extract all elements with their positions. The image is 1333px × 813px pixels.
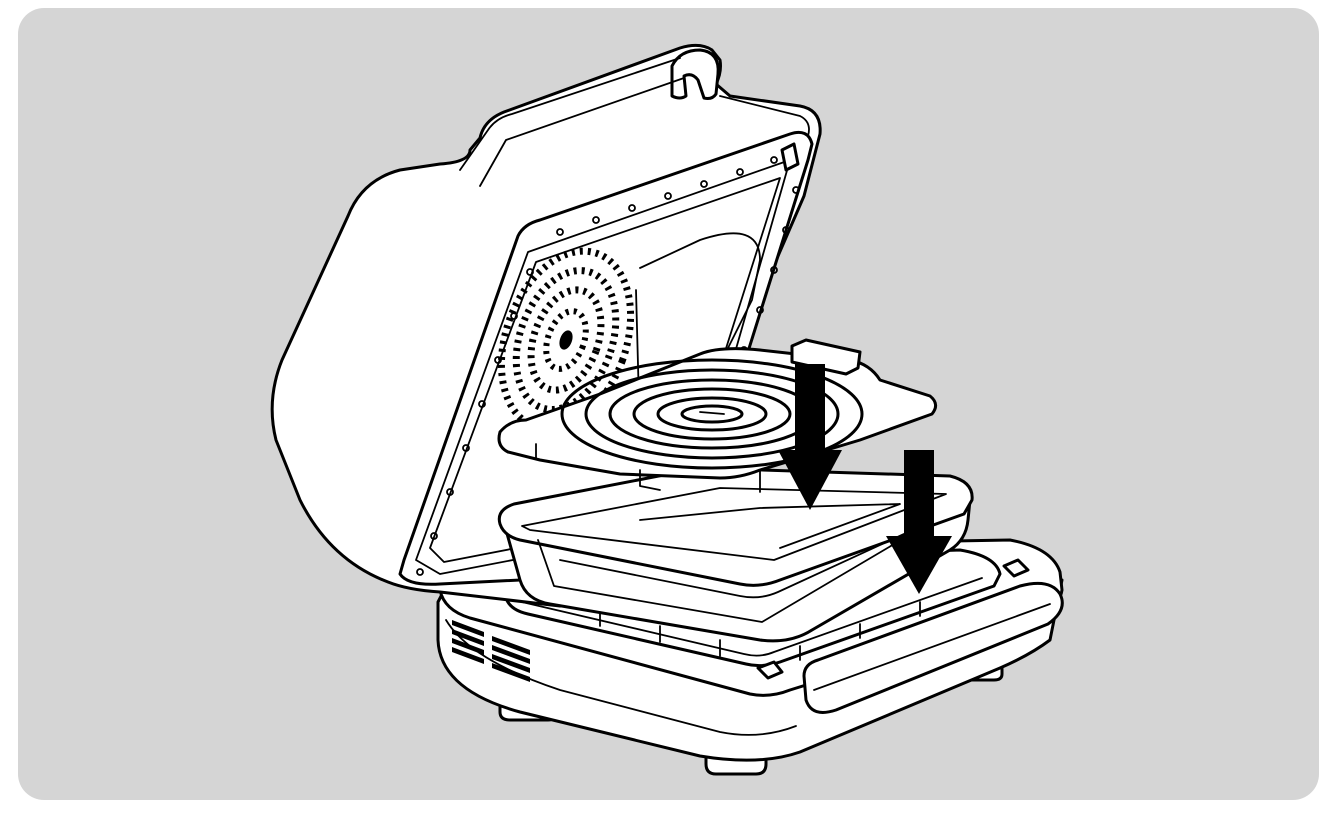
handle-knob-right bbox=[1002, 558, 1030, 578]
arrow-left bbox=[778, 364, 842, 510]
arrow-right bbox=[886, 450, 952, 594]
side-vents bbox=[452, 620, 530, 682]
handle-knob-left bbox=[756, 660, 784, 680]
pot-rim bbox=[497, 466, 974, 587]
air-fryer-illustration bbox=[18, 8, 1319, 800]
cooking-pot bbox=[497, 466, 974, 643]
illustration-panel bbox=[18, 8, 1319, 800]
lid-latch bbox=[780, 142, 800, 172]
lid-rim-holes bbox=[416, 156, 800, 576]
lid-handle bbox=[670, 48, 720, 100]
lid-inner-face bbox=[398, 130, 814, 586]
front-handle bbox=[802, 581, 1064, 714]
